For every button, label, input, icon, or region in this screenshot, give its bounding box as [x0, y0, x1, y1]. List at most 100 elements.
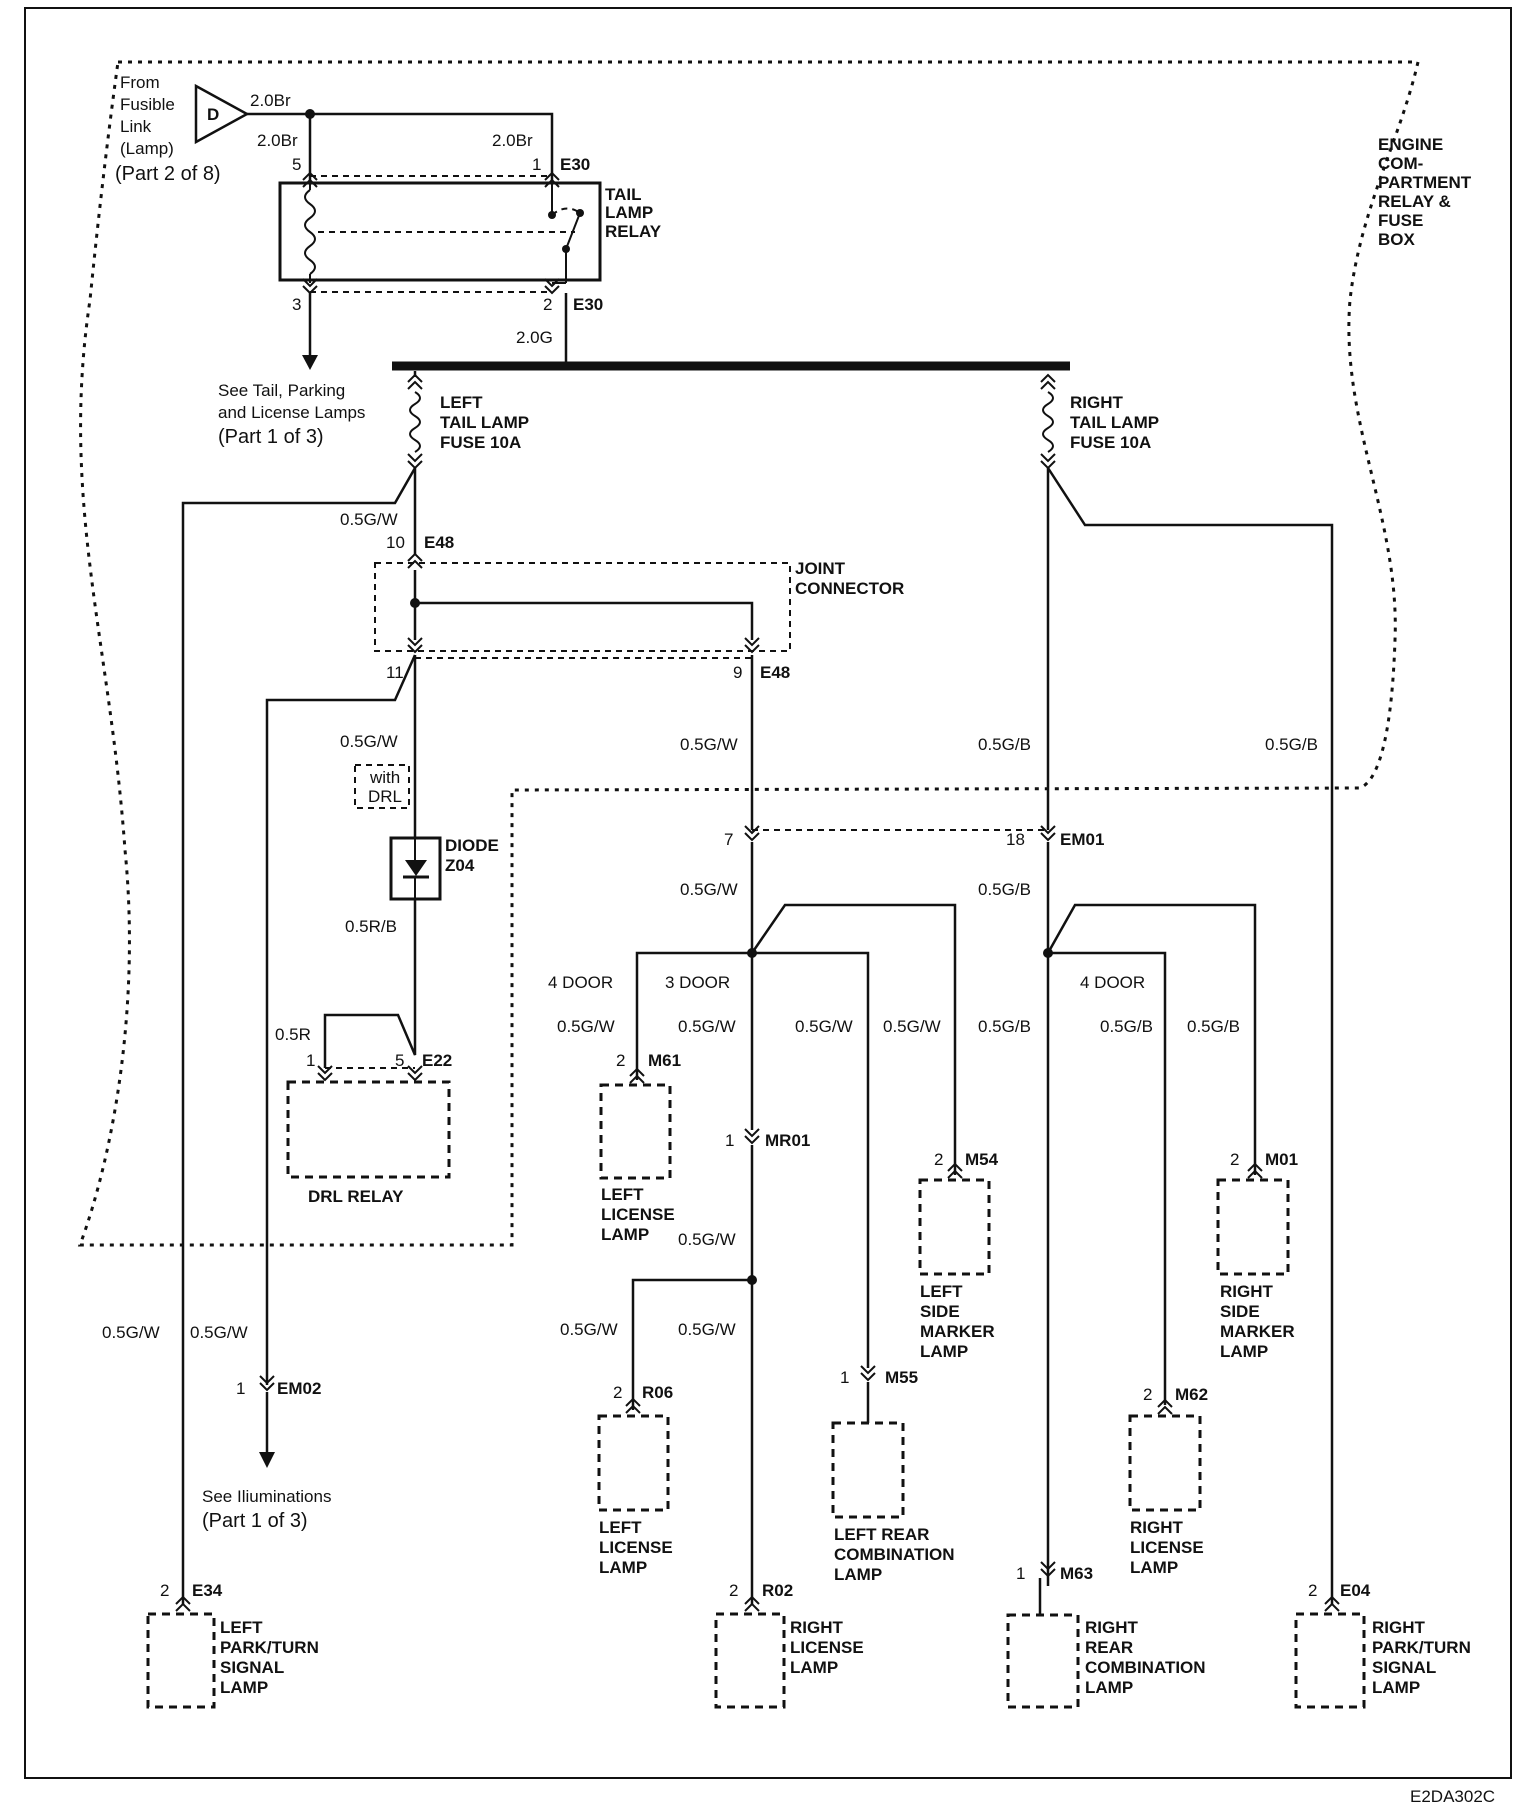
enclosure-3: PARTMENT: [1378, 173, 1472, 192]
engine-compartment-boundary: [77, 60, 1420, 1247]
m61-pin: 2: [616, 1051, 625, 1070]
e34-lamp-3: SIGNAL: [220, 1658, 284, 1677]
relay-pin3: 3: [292, 295, 301, 314]
note-tail-parking-1: See Tail, Parking: [218, 381, 345, 400]
connector-d-symbol: [194, 83, 250, 145]
m54-lamp-3: MARKER: [920, 1322, 995, 1341]
e34-lamp-4: LAMP: [220, 1678, 268, 1697]
joint-pin9: 9: [733, 663, 742, 682]
m62-lamp-1: RIGHT: [1130, 1518, 1184, 1537]
label-br-right: 2.0Br: [492, 131, 533, 150]
wire-to-m54: [750, 903, 957, 1175]
option-4door-right: 4 DOOR: [1080, 973, 1145, 992]
m55-lamp-3: LAMP: [834, 1565, 882, 1584]
m54-lamp-2: SIDE: [920, 1302, 960, 1321]
mr01-conn: MR01: [765, 1131, 810, 1150]
fusible-link-source: From Fusible Link (Lamp) (Part 2 of 8) D: [115, 73, 250, 185]
em01-conn: EM01: [1060, 830, 1104, 849]
source-line1: From: [120, 73, 160, 92]
right-fuse-1: RIGHT: [1070, 393, 1124, 412]
m63-lamp-3: COMBINATION: [1085, 1658, 1206, 1677]
m63-pin: 1: [1016, 1564, 1025, 1583]
relay-pin1: 1: [532, 155, 541, 174]
wire-to-left-park-turn: [181, 467, 417, 1605]
m55-pin: 1: [840, 1368, 849, 1387]
label-gw-left-top: 0.5G/W: [340, 510, 398, 529]
joint-pin10: 10: [386, 533, 405, 552]
with-drl-box: [354, 764, 410, 809]
label-br-left: 2.0Br: [257, 131, 298, 150]
drl-pin1: 1: [306, 1051, 315, 1070]
m61-conn: M61: [648, 1051, 681, 1070]
relay-pin5: 5: [292, 155, 301, 174]
e04-lamp-1: RIGHT: [1372, 1618, 1426, 1637]
label-gb-m63: 0.5G/B: [978, 1017, 1031, 1036]
label-gb-em01: 0.5G/B: [978, 880, 1031, 899]
r02-lamp-2: LICENSE: [790, 1638, 864, 1657]
label-gb-m01: 0.5G/B: [1187, 1017, 1240, 1036]
e34-left-park-turn-lamp: 2 E34 LEFT PARK/TURN SIGNAL LAMP: [146, 1581, 319, 1709]
left-fuse-2: TAIL LAMP: [440, 413, 529, 432]
r06-pin: 2: [613, 1383, 622, 1402]
m61-lamp-3: LAMP: [601, 1225, 649, 1244]
option-4door-left: 4 DOOR: [548, 973, 613, 992]
source-line4: (Lamp): [120, 139, 174, 158]
r02-lamp-1: RIGHT: [790, 1618, 844, 1637]
m62-lamp-2: LICENSE: [1130, 1538, 1204, 1557]
right-fuse-3: FUSE 10A: [1070, 433, 1151, 452]
m01-conn: M01: [1265, 1150, 1298, 1169]
m61-lamp-1: LEFT: [601, 1185, 644, 1204]
arrow-illuminations: [259, 1452, 275, 1468]
m63-conn: M63: [1060, 1564, 1093, 1583]
m62-right-license-lamp: 2 M62 RIGHT LICENSE LAMP: [1128, 1385, 1208, 1577]
joint-connector: JOINT CONNECTOR: [374, 553, 904, 659]
relay-title-3: RELAY: [605, 222, 662, 241]
m63-lamp-1: RIGHT: [1085, 1618, 1139, 1637]
e04-lamp-4: LAMP: [1372, 1678, 1420, 1697]
m61-lamp-2: LICENSE: [601, 1205, 675, 1224]
e04-pin: 2: [1308, 1581, 1317, 1600]
label-rb-diode: 0.5R/B: [345, 917, 397, 936]
m61-left-license-lamp: 2 M61 LEFT LICENSE LAMP: [599, 1051, 681, 1244]
connector-d-label: D: [207, 105, 219, 124]
label-gw-m61: 0.5G/W: [557, 1017, 615, 1036]
m62-conn: M62: [1175, 1385, 1208, 1404]
relay-pin2: 2: [543, 295, 552, 314]
m62-lamp-3: LAMP: [1130, 1558, 1178, 1577]
drl-pin5: 5: [395, 1051, 404, 1070]
r02-conn: R02: [762, 1581, 793, 1600]
wire-to-em02: [265, 654, 417, 1385]
wire-to-right-park-turn: [1046, 467, 1334, 1605]
m63-right-rear-combination-lamp: 1 M63 RIGHT REAR COMBINATION LAMP: [1006, 1561, 1206, 1709]
m01-lamp-4: LAMP: [1220, 1342, 1268, 1361]
figure-code: E2DA302C: [1410, 1787, 1495, 1806]
m55-conn: M55: [885, 1368, 918, 1387]
option-3door: 3 DOOR: [665, 973, 730, 992]
m01-pin: 2: [1230, 1150, 1239, 1169]
e34-lamp-1: LEFT: [220, 1618, 263, 1637]
with-drl-2: DRL: [368, 787, 402, 806]
drl-relay-label: DRL RELAY: [308, 1187, 404, 1206]
em02-conn: EM02: [277, 1379, 321, 1398]
label-gw-em02: 0.5G/W: [190, 1323, 248, 1342]
drl-conn: E22: [422, 1051, 452, 1070]
em01-pin18: 18: [1006, 830, 1025, 849]
r06-lamp-1: LEFT: [599, 1518, 642, 1537]
wire-to-m62: [1048, 951, 1167, 1405]
diode-z04: DIODE Z04: [389, 836, 499, 901]
label-gw-mr01: 0.5G/W: [678, 1017, 736, 1036]
note-tail-parking-3: (Part 1 of 3): [218, 426, 324, 448]
note-illum-2: (Part 1 of 3): [202, 1510, 308, 1532]
note-illum-1: See Iliuminations: [202, 1487, 331, 1506]
source-line5: (Part 2 of 8): [115, 163, 221, 185]
m55-lamp-1: LEFT REAR: [834, 1525, 929, 1544]
m01-lamp-1: RIGHT: [1220, 1282, 1274, 1301]
with-drl-1: with: [369, 768, 400, 787]
relay-title-2: LAMP: [605, 203, 653, 222]
mr01-pin: 1: [725, 1131, 734, 1150]
m55-left-rear-combination-lamp: 1 M55 LEFT REAR COMBINATION LAMP: [831, 1365, 955, 1584]
right-fuse-2: TAIL LAMP: [1070, 413, 1159, 432]
wire-br-top: [247, 112, 554, 180]
e34-lamp-2: PARK/TURN: [220, 1638, 319, 1657]
